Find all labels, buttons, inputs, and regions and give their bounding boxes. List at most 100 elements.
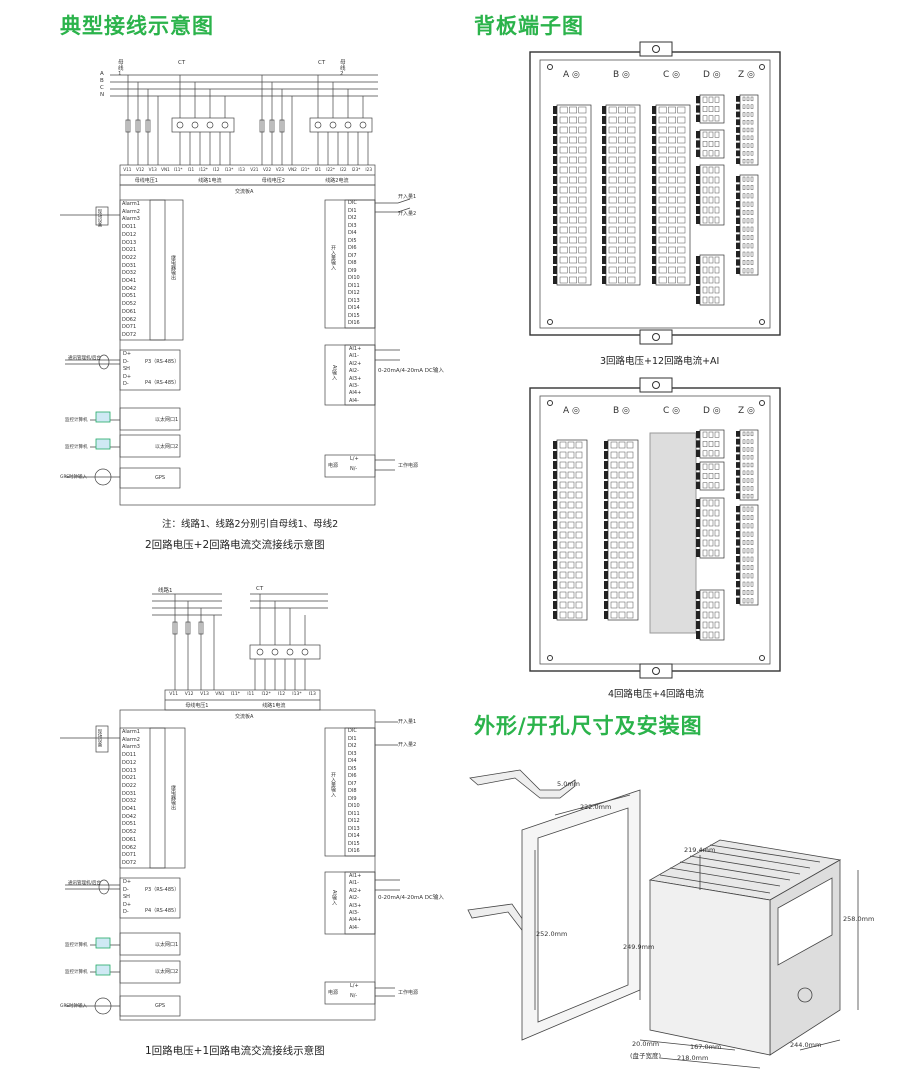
terminal-screw <box>742 523 746 529</box>
terminal-pin <box>553 451 557 459</box>
terminal-screw <box>618 196 626 204</box>
terminal-screw <box>567 581 575 589</box>
terminal-screw <box>626 561 634 569</box>
rs485-terminal: D+ <box>123 351 132 357</box>
relay-terminal: DO13 <box>122 767 137 774</box>
terminal-group-labels: 母线电压1 线路1电流 <box>166 702 320 709</box>
terminal-screw <box>618 581 626 589</box>
terminal-screw <box>618 246 626 254</box>
terminal-screw <box>702 499 708 507</box>
terminal-pin <box>736 158 740 164</box>
terminal-pin <box>736 589 740 596</box>
terminal-label: V22 <box>262 167 272 172</box>
terminal-screw <box>569 196 577 204</box>
terminal-pin <box>736 556 740 563</box>
terminal-screw <box>627 236 636 244</box>
terminal-pin <box>736 539 740 546</box>
dimension-label: 258.0mm <box>843 915 875 923</box>
terminal-screw <box>702 601 708 609</box>
terminal-screw <box>750 268 754 274</box>
rs485-terminal: D- <box>123 886 129 893</box>
terminal-screw <box>569 226 577 234</box>
terminal-label: V12 <box>184 692 194 697</box>
relay-terminal: DO51 <box>122 293 137 300</box>
ai-terminal: AI1- <box>349 353 359 360</box>
terminal-screw <box>708 463 714 470</box>
terminal-screw <box>708 131 714 138</box>
terminal-screw <box>567 461 575 469</box>
terminal-screw <box>746 210 750 215</box>
terminal-screw <box>575 461 583 469</box>
terminal-screw <box>610 581 618 589</box>
terminal-screw <box>618 206 626 214</box>
terminal-screw <box>746 447 750 452</box>
terminal-screw <box>746 531 750 537</box>
terminal-pin <box>553 256 557 264</box>
relay-terminal: DO22 <box>122 782 137 789</box>
terminal-screw <box>708 256 714 264</box>
relay-terminal: DO52 <box>122 829 137 836</box>
terminal-screw <box>708 286 714 294</box>
terminal-screw <box>559 166 568 174</box>
terminal-screw <box>668 206 676 214</box>
terminal-screw <box>746 243 750 249</box>
terminal-screw <box>750 127 754 133</box>
terminal-screw <box>578 106 587 114</box>
terminal-screw <box>668 156 676 164</box>
terminal-screw <box>742 235 746 240</box>
terminal-screw <box>714 631 720 639</box>
di-terminal: DI10 <box>348 803 360 809</box>
di-note: 开入量2 <box>398 742 417 748</box>
di-terminal: DI11 <box>348 810 360 817</box>
terminal-screw <box>742 515 746 520</box>
relay-board-label: 继电器输出 <box>170 785 176 810</box>
terminal-screw <box>742 540 746 545</box>
terminal-screw <box>742 431 746 437</box>
terminal-screw <box>750 548 754 554</box>
terminal-screw <box>626 591 634 599</box>
terminal-screw <box>708 611 714 619</box>
terminal-pin <box>696 216 700 224</box>
terminal-screw <box>714 296 720 304</box>
terminal-pin <box>696 601 700 609</box>
terminal-screw <box>608 116 617 124</box>
relay-terminal: Alarm2 <box>122 736 140 743</box>
terminal-screw <box>708 166 714 174</box>
panel-column-label: B ◎ <box>613 70 630 80</box>
terminal-screw <box>702 450 708 457</box>
computer-icon <box>95 937 111 976</box>
relay-terminal: DO61 <box>122 308 137 315</box>
terminal-screw <box>559 266 568 274</box>
terminal-screw <box>608 246 617 254</box>
terminal-screw <box>702 176 708 184</box>
terminal-screw <box>575 441 583 449</box>
terminal-pin <box>736 514 740 521</box>
terminal-screw <box>714 141 720 147</box>
panel-column-label: Z ◎ <box>738 70 755 80</box>
terminal-screw <box>677 136 686 144</box>
terminal-screw <box>708 441 714 447</box>
terminal-screw <box>742 218 746 224</box>
terminal-screw <box>714 106 720 112</box>
terminal-pin <box>736 564 740 571</box>
terminal-pin <box>696 631 700 639</box>
terminal-pin <box>553 206 557 214</box>
di-terminal: DI8 <box>348 260 357 266</box>
terminal-screw <box>610 471 618 479</box>
terminal-screw <box>626 581 634 589</box>
ac-board-label: 交流板A <box>235 189 254 195</box>
terminal-screw <box>750 515 754 520</box>
terminal-pin <box>736 259 740 266</box>
terminal-screw <box>677 196 686 204</box>
terminal-screw <box>608 136 617 144</box>
terminal-screw <box>626 481 634 489</box>
panel-column-label: A ◎ <box>563 406 580 416</box>
terminal-screw <box>714 131 720 138</box>
terminal-pin <box>696 276 700 284</box>
terminal-screw <box>575 501 583 509</box>
terminal-screw <box>567 601 575 609</box>
terminal-pin <box>553 236 557 244</box>
terminal-screw <box>708 482 714 489</box>
dimension-label: 222.0mm <box>580 803 612 811</box>
terminal-screw <box>702 186 708 194</box>
